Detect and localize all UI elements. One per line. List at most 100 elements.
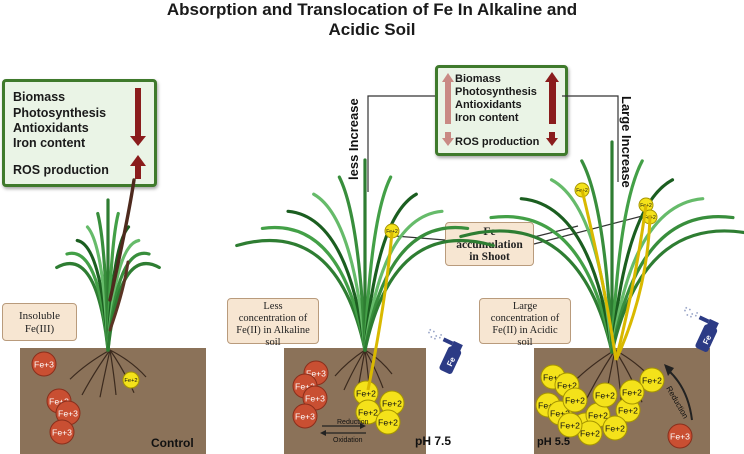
effect-biomass-treated: Biomass bbox=[455, 73, 501, 85]
control-ion-4: Fe+3 bbox=[49, 419, 75, 445]
acidic-ion-8-label: Fe+2 bbox=[595, 390, 615, 400]
acidic-ion-4-label: Fe+2 bbox=[550, 408, 570, 418]
acidic-xylem-left bbox=[580, 189, 618, 361]
acidic-ion-12-label: Fe+2 bbox=[560, 420, 580, 430]
acidic-spray-icon-body bbox=[695, 324, 718, 352]
acidic-spray-icon-nozzle bbox=[698, 315, 710, 324]
control-ion-1-label: Fe+3 bbox=[34, 359, 54, 369]
alkaline-ion-2-label: Fe+3 bbox=[295, 381, 315, 391]
alkaline-ion-4-label: Fe+3 bbox=[295, 411, 315, 421]
alkaline-ion-5-label: Fe+2 bbox=[356, 388, 376, 398]
control-ion-fe2-label: Fe+2 bbox=[124, 378, 137, 384]
alkaline-ion-7-label: Fe+2 bbox=[382, 398, 402, 408]
control-effect-arrows bbox=[130, 88, 146, 179]
alkaline-shoot-ion: Fe+2 bbox=[384, 223, 400, 239]
acidic-ion-3-label: Fe+2 bbox=[538, 400, 558, 410]
alkaline-shoot-ion-label: Fe+2 bbox=[386, 229, 398, 235]
treatment-effects-box: Biomass Photosynthesis Antioxidants Iron… bbox=[435, 65, 568, 156]
effect-photosynthesis-treated: Photosynthesis bbox=[455, 86, 537, 98]
alkaline-line4: soil bbox=[265, 337, 281, 348]
acidic-ion-13: Fe+2 bbox=[639, 367, 665, 393]
increase-arrow-icon bbox=[130, 155, 146, 179]
acidic-plant bbox=[459, 140, 744, 354]
effect-iron-content-treated: Iron content bbox=[455, 112, 519, 124]
acidic-spray-icon-label: Fe bbox=[701, 333, 713, 346]
alkaline-xylem bbox=[366, 231, 394, 391]
effect-photosynthesis: Photosynthesis bbox=[13, 106, 107, 120]
alkaline-ion-6: Fe+2 bbox=[355, 399, 381, 425]
alkaline-line1: Less bbox=[263, 301, 283, 312]
acidic-ion-10-label: Fe+2 bbox=[605, 423, 625, 433]
acidic-ph-label: pH 5.5 bbox=[537, 436, 571, 448]
effect-antioxidants: Antioxidants bbox=[13, 121, 89, 135]
acidic-line2: concentration of bbox=[490, 313, 560, 324]
alkaline-spray-icon-body bbox=[439, 346, 462, 374]
acidic-ion-11-label: Fe+2 bbox=[580, 428, 600, 438]
acidic-spray-icon: Fe bbox=[684, 306, 719, 352]
effect-ros-treated: ROS production bbox=[455, 136, 540, 148]
alkaline-ion-7: Fe+2 bbox=[379, 390, 405, 416]
alkaline-ion-8: Fe+2 bbox=[375, 409, 401, 435]
effect-antioxidants-treated: Antioxidants bbox=[455, 99, 522, 111]
acidic-xylem-right bbox=[614, 204, 648, 361]
control-ion-fe2: Fe+2 bbox=[122, 371, 140, 389]
alkaline-concentration-box: Less concentration of Fe(II) in Alkaline… bbox=[227, 298, 319, 348]
acidic-ion-13-label: Fe+2 bbox=[642, 375, 662, 385]
acidic-ion-2-label: Fe+2 bbox=[557, 380, 577, 390]
acidic-ion-9-label: Fe+2 bbox=[618, 405, 638, 415]
effect-ros-production: ROS production bbox=[13, 163, 109, 177]
alkaline-ion-6-label: Fe+2 bbox=[358, 407, 378, 417]
diagram-title-line1: Absorption and Translocation of Fe In Al… bbox=[166, 0, 578, 19]
control-ion-1: Fe+3 bbox=[31, 351, 57, 377]
acidic-line1: Large bbox=[512, 301, 538, 312]
control-ion-2-label: Fe+3 bbox=[49, 396, 69, 406]
alkaline-line2: concentration of bbox=[238, 313, 308, 324]
accumulation-line3: in Shoot bbox=[469, 251, 510, 263]
diagram-title-line2: Acidic Soil bbox=[328, 20, 416, 39]
insoluble-line1: Insoluble bbox=[19, 310, 60, 322]
alkaline-ion-3-label: Fe+3 bbox=[305, 393, 325, 403]
alkaline-spray-icon: Fe bbox=[428, 328, 463, 374]
effect-iron-content: Iron content bbox=[13, 136, 86, 150]
large-decrease-arrow-icon bbox=[546, 132, 558, 146]
alkaline-reduction-label: Reduction bbox=[337, 419, 369, 426]
large-increase-arrow-icon bbox=[545, 72, 559, 124]
acidic-ion-8: Fe+2 bbox=[592, 382, 618, 408]
alkaline-ion-3: Fe+3 bbox=[302, 385, 328, 411]
acidic-ion-fe3: Fe+3 bbox=[667, 423, 693, 449]
alkaline-spray-icon-head bbox=[450, 340, 463, 352]
acidic-ion-7-label: Fe+2 bbox=[588, 410, 608, 420]
treatment-effect-arrows bbox=[442, 72, 559, 146]
acidic-spray-icon-head bbox=[706, 318, 719, 330]
alkaline-ion-4: Fe+3 bbox=[292, 403, 318, 429]
effect-biomass: Biomass bbox=[13, 90, 66, 104]
acidic-ion-10: Fe+2 bbox=[602, 415, 628, 441]
insoluble-fe-box: Insoluble Fe(III) bbox=[2, 303, 77, 341]
control-plant bbox=[55, 178, 161, 352]
alkaline-ph-label: pH 7.5 bbox=[415, 434, 452, 448]
acidic-concentration-box: Large concentration of Fe(II) in Acidic … bbox=[479, 298, 571, 348]
control-effects-box: Biomass Photosynthesis Antioxidants Iron… bbox=[2, 79, 157, 187]
small-decrease-arrow-icon bbox=[442, 132, 454, 146]
acidic-ion-1-label: Fe+2 bbox=[543, 372, 563, 382]
control-roots bbox=[69, 349, 147, 398]
acidic-ion-14: Fe+2 bbox=[619, 379, 645, 405]
acidic-line4: soil bbox=[517, 337, 533, 348]
acidic-ion-fe3-label: Fe+3 bbox=[670, 431, 690, 441]
decrease-arrow-icon bbox=[130, 88, 146, 146]
small-increase-arrow-icon bbox=[442, 73, 454, 124]
control-ion-3-label: Fe+3 bbox=[58, 408, 78, 418]
alkaline-ion-8-label: Fe+2 bbox=[378, 417, 398, 427]
alkaline-line3: Fe(II) in Alkaline bbox=[236, 325, 310, 336]
acidic-xylem-right2 bbox=[614, 214, 652, 361]
control-label: Control bbox=[151, 436, 194, 450]
acidic-line3: Fe(II) in Acidic bbox=[492, 325, 558, 336]
alkaline-plant bbox=[235, 158, 495, 352]
control-ion-4-label: Fe+3 bbox=[52, 427, 72, 437]
acidic-ion-12: Fe+2 bbox=[557, 412, 583, 438]
alkaline-ion-1-label: Fe+3 bbox=[306, 368, 326, 378]
alkaline-spray-icon-label: Fe bbox=[445, 355, 457, 368]
alkaline-spray-icon-nozzle bbox=[442, 337, 454, 346]
